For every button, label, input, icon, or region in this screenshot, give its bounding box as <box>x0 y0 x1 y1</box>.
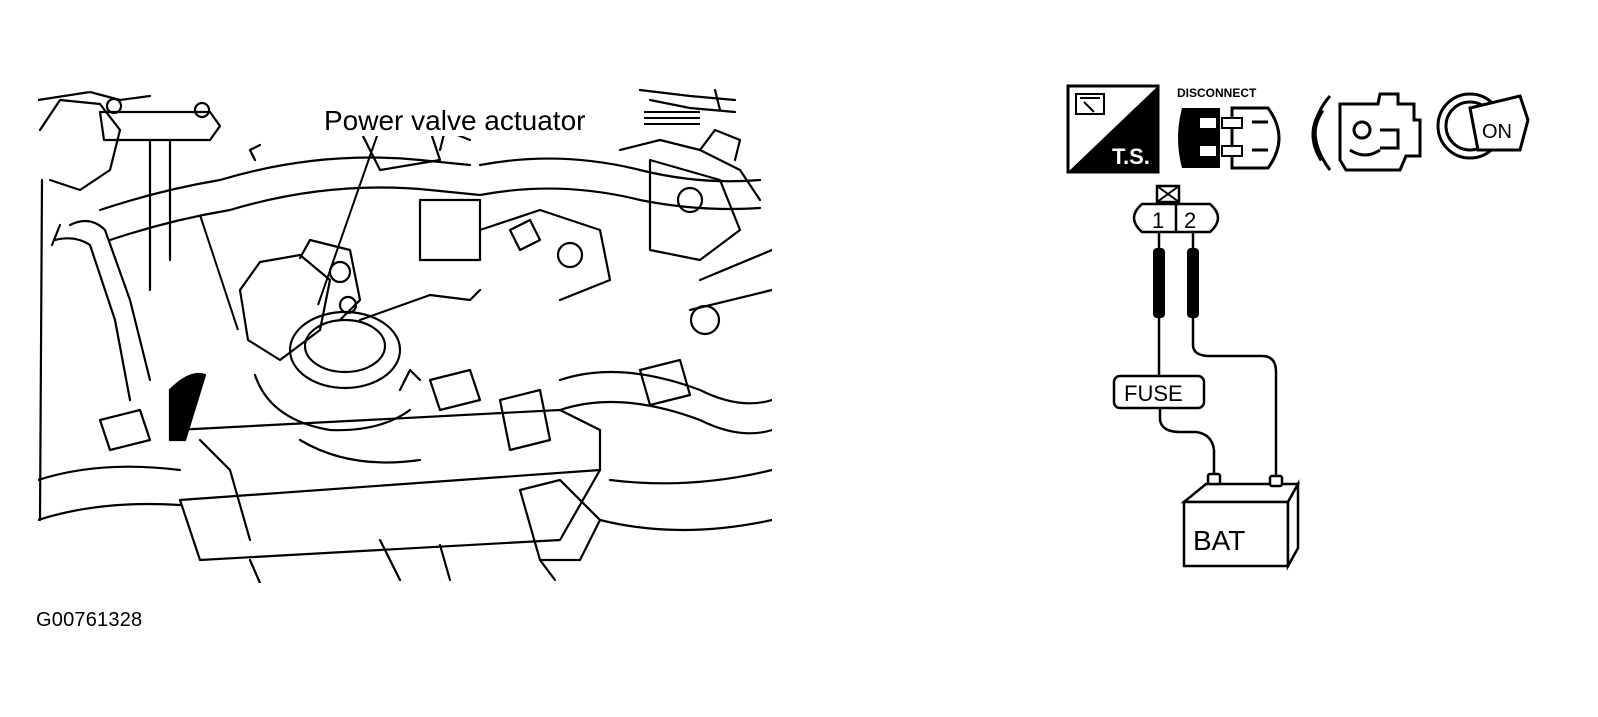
wire-probe-right <box>1187 248 1199 318</box>
battery-symbol: BAT <box>1180 472 1301 571</box>
ts-icon-text: T.S. <box>1112 144 1150 169</box>
connector-pin-1: 1 <box>1152 208 1164 233</box>
callout-label-power-valve-actuator: Power valve actuator <box>324 105 585 136</box>
callout-leader-lines <box>199 111 700 331</box>
battery-label: BAT <box>1193 525 1245 556</box>
wire-probe-left <box>1153 248 1165 318</box>
engine-bay-illustration <box>38 88 772 584</box>
engine-icon <box>1311 92 1422 172</box>
connector-harness-symbol <box>1155 184 1181 204</box>
connector-body <box>1132 202 1220 234</box>
connector-pin-2: 2 <box>1184 208 1196 233</box>
fuse-box: FUSE <box>1112 374 1206 410</box>
tool-ts-icon: T.S. <box>1066 84 1160 174</box>
ignition-on-text: ON <box>1482 121 1512 143</box>
disconnect-connector-icon: DISCONNECT <box>1177 86 1281 170</box>
disconnect-label: DISCONNECT <box>1177 86 1257 100</box>
ignition-key-on-icon: ON <box>1436 92 1530 160</box>
fuse-label: FUSE <box>1124 381 1183 406</box>
figure-id: G00761328 <box>36 609 143 631</box>
callout-label-bg <box>322 104 644 136</box>
jumper-wires <box>1157 232 1278 484</box>
